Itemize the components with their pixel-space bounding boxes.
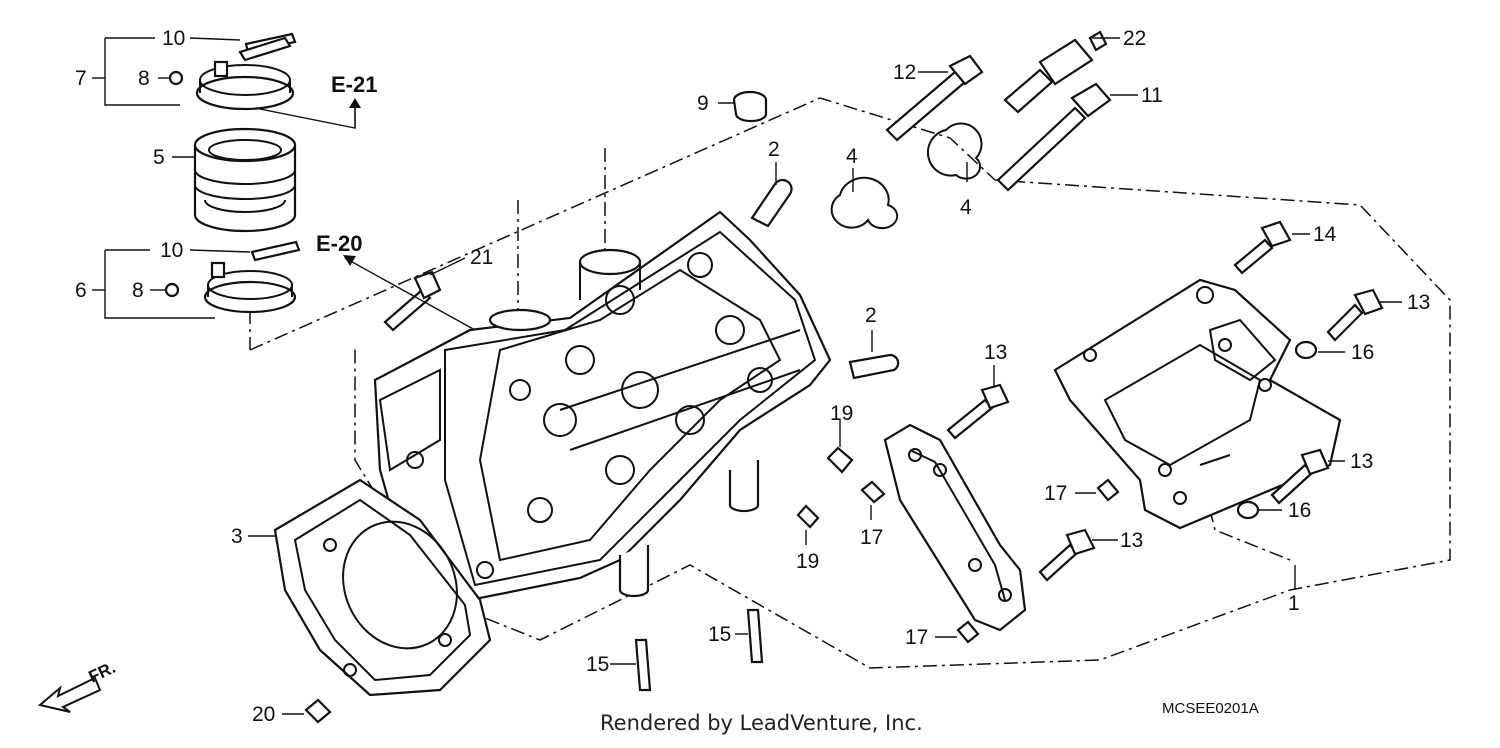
- callout-20[interactable]: 20: [252, 703, 275, 726]
- callout-1[interactable]: 1: [1288, 592, 1300, 615]
- callout-19-upper[interactable]: 19: [830, 402, 853, 425]
- camshaft-holder-right: [1053, 278, 1342, 530]
- callout-8-lower[interactable]: 8: [132, 279, 144, 302]
- section-references: E-21 E-20: [316, 72, 377, 256]
- callout-11[interactable]: 11: [1141, 84, 1163, 107]
- credit-line: Rendered by LeadVenture, Inc.: [600, 711, 923, 735]
- callout-17-middle[interactable]: 17: [860, 526, 883, 549]
- callout-15-left[interactable]: 15: [586, 653, 609, 676]
- callout-17-right[interactable]: 17: [1044, 482, 1067, 505]
- leader-lines: [92, 37, 1402, 715]
- callout-21[interactable]: 21: [470, 246, 493, 269]
- insulator: [193, 127, 297, 233]
- camshaft-holder-left: [883, 423, 1027, 632]
- front-direction-marker: FR.: [37, 658, 119, 713]
- callout-7[interactable]: 7: [75, 67, 87, 90]
- callout-3[interactable]: 3: [231, 525, 243, 548]
- callout-2-middle[interactable]: 2: [865, 304, 877, 327]
- reference-e-20[interactable]: E-20: [316, 231, 362, 256]
- callout-4-left[interactable]: 4: [846, 145, 858, 168]
- reference-e-21[interactable]: E-21: [331, 72, 377, 97]
- callout-16-lower[interactable]: 16: [1288, 499, 1311, 522]
- callout-16-upper[interactable]: 16: [1351, 341, 1374, 364]
- head-gasket: [273, 478, 492, 697]
- cylinder-head: [373, 210, 832, 602]
- callout-8-upper[interactable]: 8: [138, 67, 150, 90]
- callout-5[interactable]: 5: [153, 146, 165, 169]
- callout-22[interactable]: 22: [1123, 27, 1146, 50]
- small-parts-lower: [304, 220, 1384, 724]
- callout-19-lower[interactable]: 19: [796, 550, 819, 573]
- callout-6[interactable]: 6: [75, 279, 87, 302]
- callout-12[interactable]: 12: [893, 61, 916, 84]
- callout-4-right[interactable]: 4: [960, 196, 972, 219]
- callout-10-upper[interactable]: 10: [162, 27, 185, 50]
- callouts: 10 7 8 5 10 6 8 9 2 4 4 12 22 11 21 2 14…: [75, 27, 1430, 726]
- callout-17-lower[interactable]: 17: [905, 626, 928, 649]
- callout-15-right[interactable]: 15: [708, 623, 731, 646]
- callout-14[interactable]: 14: [1313, 223, 1337, 246]
- diagram-code: MCSEE0201A: [1162, 700, 1259, 717]
- lower-band-clamp: [164, 240, 301, 314]
- callout-13-right-middle[interactable]: 13: [1350, 450, 1373, 473]
- callout-13-top-right[interactable]: 13: [1407, 291, 1430, 314]
- callout-13-left[interactable]: 13: [984, 341, 1007, 364]
- callout-10-lower[interactable]: 10: [160, 239, 183, 262]
- callout-9[interactable]: 9: [697, 92, 709, 115]
- callout-13-lower[interactable]: 13: [1120, 529, 1143, 552]
- callout-2-upper[interactable]: 2: [768, 138, 780, 161]
- small-parts-top: [238, 30, 1112, 332]
